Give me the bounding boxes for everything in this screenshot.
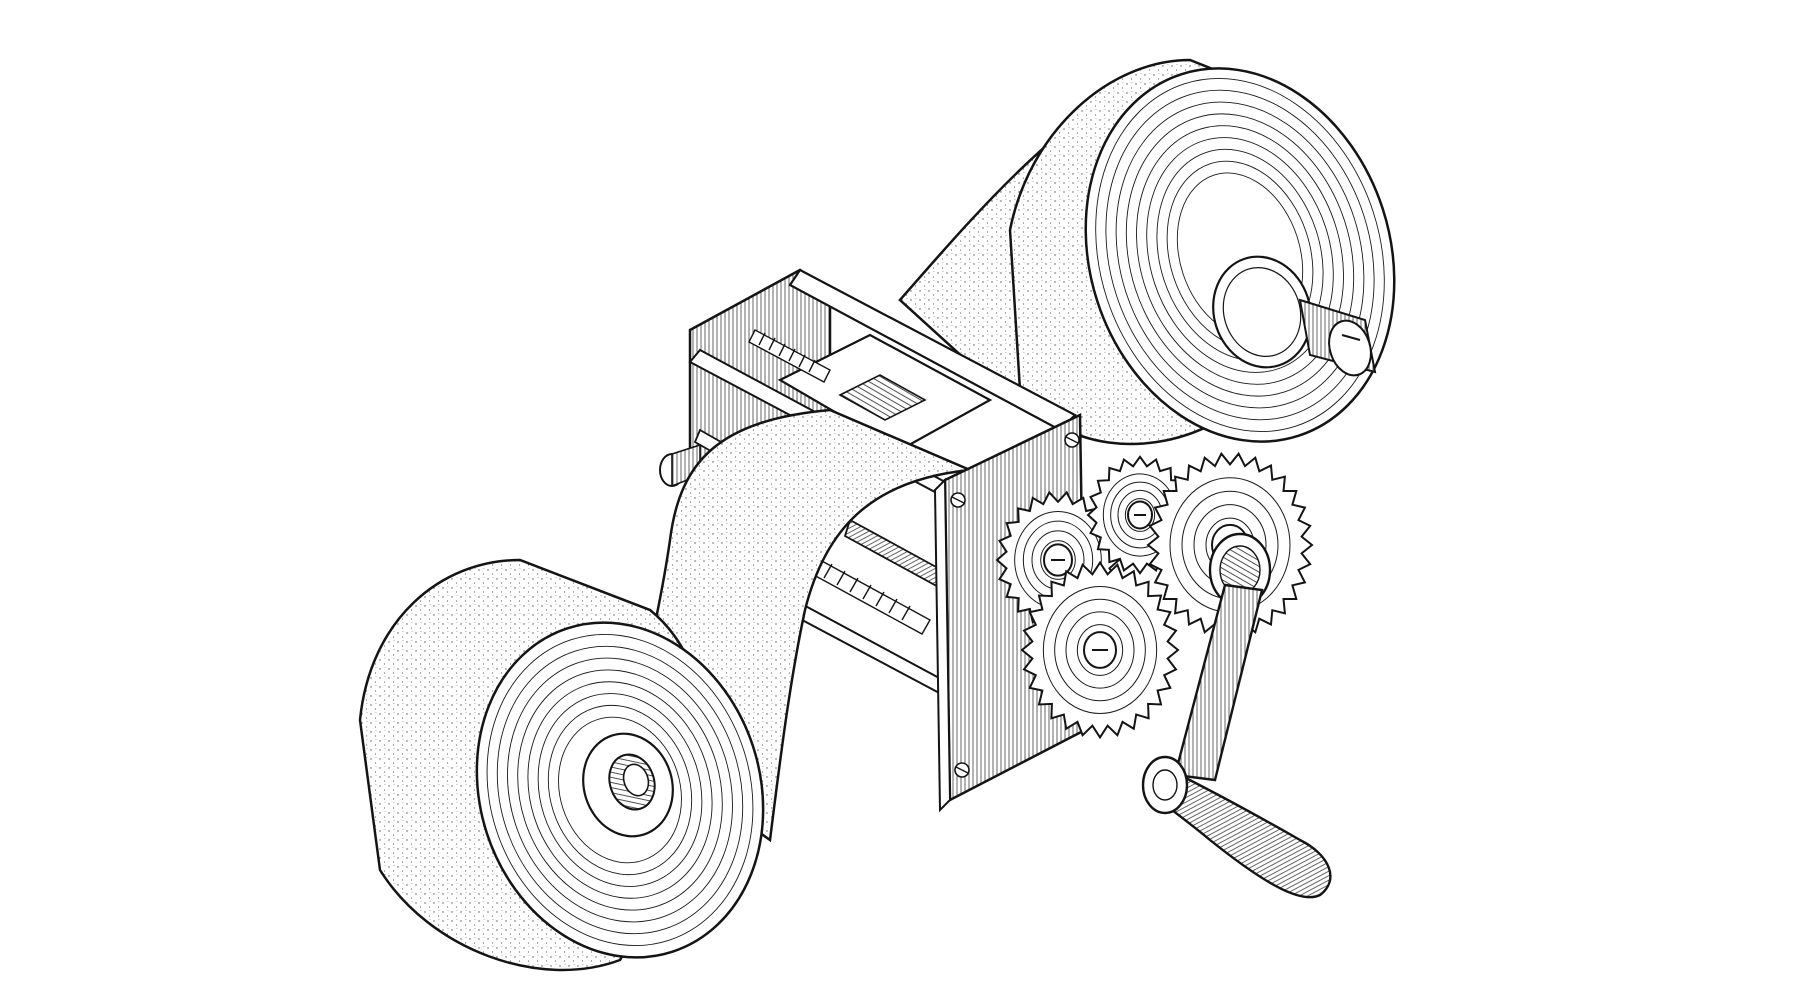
gear-lower <box>1020 560 1180 740</box>
lower-tape-roll <box>358 558 765 972</box>
upper-tape-roll <box>898 58 1396 446</box>
hand-crank <box>1141 532 1332 899</box>
